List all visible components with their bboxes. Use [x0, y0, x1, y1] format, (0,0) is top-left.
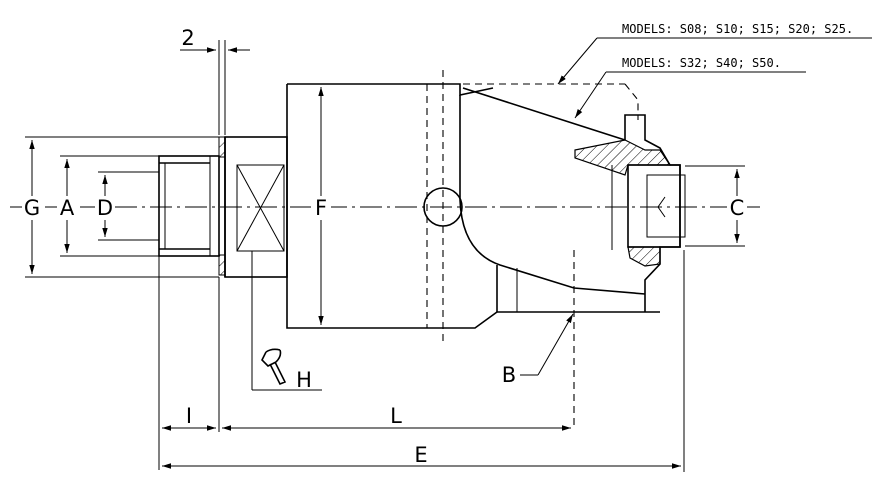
label-G: G	[24, 196, 40, 220]
dimension-E	[162, 250, 685, 472]
label-I: I	[186, 404, 192, 428]
note-models-a: MODELS: S08; S10; S15; S20; S25.	[622, 22, 853, 36]
label-C: C	[730, 196, 745, 220]
note-models-b: MODELS: S32; S40; S50.	[622, 56, 781, 70]
dimension-C	[685, 165, 747, 247]
dimension-G	[22, 136, 219, 278]
label-2: 2	[181, 26, 194, 50]
label-A: A	[60, 196, 75, 220]
dimension-I	[158, 256, 220, 470]
label-L: L	[390, 404, 402, 428]
label-E: E	[414, 443, 427, 467]
dimension-2	[180, 40, 250, 135]
label-D: D	[97, 196, 113, 220]
dimension-D	[95, 171, 159, 241]
dimension-H	[251, 251, 322, 391]
label-F: F	[315, 196, 327, 220]
label-H: H	[296, 368, 312, 392]
wrench-icon	[261, 348, 287, 386]
main-body	[286, 70, 686, 430]
leader-models-a	[557, 37, 872, 85]
label-B: B	[502, 363, 516, 387]
leader-models-b	[574, 71, 806, 119]
leader-B	[520, 313, 574, 376]
dimension-F	[311, 87, 331, 325]
threaded-shank	[158, 155, 220, 257]
dimension-A	[57, 155, 159, 257]
